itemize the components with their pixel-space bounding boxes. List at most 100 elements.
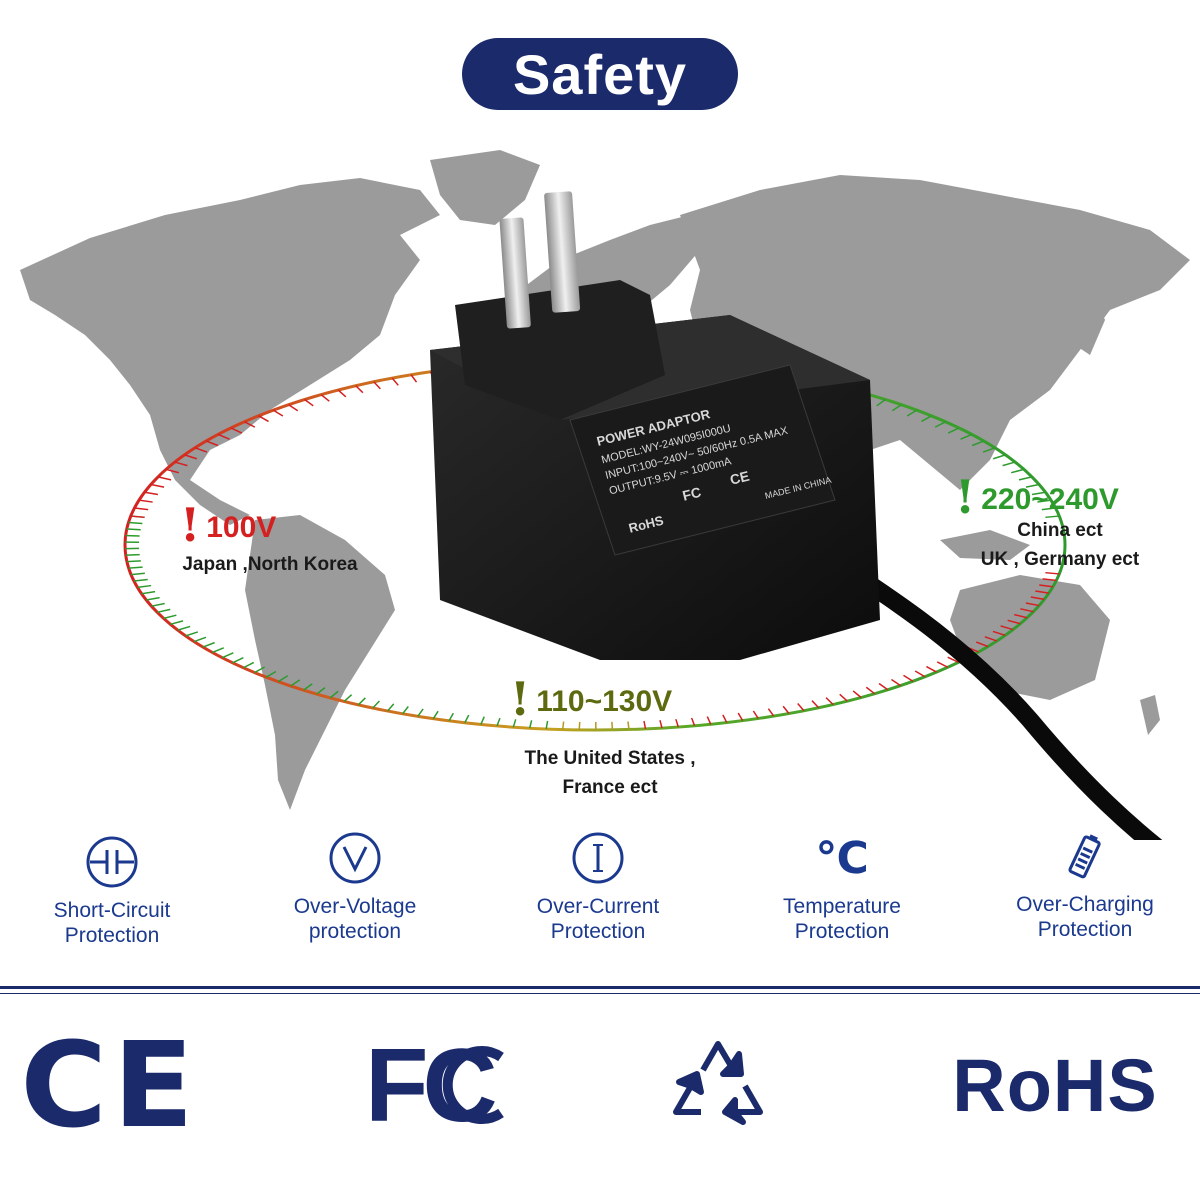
ring-tick xyxy=(150,483,165,488)
ring-tick xyxy=(163,614,177,620)
voltage-icon xyxy=(329,832,381,884)
country-line: UK , Germany ect xyxy=(980,549,1140,570)
ring-tick xyxy=(337,389,347,398)
ring-tick xyxy=(722,714,728,723)
ring-tick xyxy=(1039,584,1053,588)
ring-tick xyxy=(737,712,744,722)
recycle-icon xyxy=(658,1030,778,1140)
ring-tick xyxy=(372,700,380,709)
feature-label: Temperature xyxy=(783,895,901,918)
ring-tick xyxy=(254,666,266,674)
ring-tick xyxy=(206,440,219,447)
ring-tick xyxy=(852,690,862,699)
ce-logo-text: CE xyxy=(20,1016,200,1154)
ring-tick xyxy=(903,674,914,682)
greenland-shape xyxy=(430,150,540,225)
ring-tick xyxy=(934,421,946,428)
ring-tick xyxy=(146,596,160,601)
ring-tick xyxy=(561,721,565,730)
ring-tick xyxy=(357,697,366,706)
ring-tick xyxy=(1041,507,1056,511)
ring-tick xyxy=(947,427,960,434)
feature-label: Protection xyxy=(1037,918,1133,941)
ring-tick xyxy=(272,409,284,417)
ring-tick xyxy=(891,404,902,412)
country-line: Japan ,North Korea xyxy=(182,554,358,575)
ring-tick xyxy=(992,630,1006,637)
ring-tick xyxy=(982,447,996,453)
page-title: Safety xyxy=(512,42,688,106)
current-icon xyxy=(572,832,624,884)
ring-tick xyxy=(1018,476,1033,481)
ring-tick xyxy=(290,679,301,687)
ring-tick xyxy=(320,394,330,402)
ring-tick xyxy=(545,720,549,730)
ring-tick xyxy=(752,710,759,719)
feature-label: Over-Voltage xyxy=(293,895,417,918)
ce-logo: CE xyxy=(20,1016,193,1154)
ring-tick xyxy=(878,682,889,691)
ring-tick xyxy=(157,476,172,481)
ring-tick xyxy=(936,661,949,668)
ring-tick xyxy=(1035,590,1049,594)
ring-tick xyxy=(839,693,848,702)
australia-shape xyxy=(950,575,1110,700)
voltage-value: 100V xyxy=(206,511,277,544)
ring-tick xyxy=(675,718,680,728)
world-map-scene: POWER ADAPTOR MODEL:WY-24W095I000U INPUT… xyxy=(20,150,1190,840)
countries-100v: Japan ,North Korea xyxy=(170,550,370,579)
ring-tick xyxy=(1042,578,1057,582)
country-line: China ect xyxy=(1017,520,1103,541)
ring-tick xyxy=(212,647,225,654)
countries-110-130v: The United States , France ect xyxy=(490,744,730,802)
ring-tick xyxy=(1025,602,1040,607)
ring-tick xyxy=(417,708,424,717)
ring-tick xyxy=(258,415,269,423)
ring-tick xyxy=(193,636,207,643)
rohs-logo: RoHS xyxy=(940,1030,1170,1140)
ring-tick xyxy=(1037,499,1052,503)
ring-tick xyxy=(130,515,145,519)
ring-tick xyxy=(373,381,381,390)
ring-tick xyxy=(914,670,926,678)
ring-tick xyxy=(947,656,959,663)
rohs-logo-text: RoHS xyxy=(952,1043,1158,1127)
ring-tick xyxy=(157,608,171,614)
feature-label: Protection xyxy=(64,924,160,947)
ring-tick xyxy=(464,714,470,724)
ring-tick xyxy=(811,700,820,709)
south-america-shape xyxy=(245,515,395,810)
ring-tick xyxy=(137,584,152,589)
ring-tick xyxy=(126,528,141,531)
ring-tick xyxy=(217,433,230,440)
ring-tick xyxy=(767,708,775,717)
ring-tick xyxy=(1014,613,1028,619)
ring-tick xyxy=(975,641,989,648)
ring-tick xyxy=(221,652,234,659)
ring-tick xyxy=(512,719,517,728)
ring-tick xyxy=(480,716,485,725)
ring-tick xyxy=(410,374,418,383)
ring-tick xyxy=(134,507,149,511)
ring-tick xyxy=(230,427,243,434)
warning-exclamation-icon: ! xyxy=(510,672,531,726)
power-adapter: POWER ADAPTOR MODEL:WY-24W095I000U INPUT… xyxy=(430,191,880,660)
ring-tick xyxy=(1007,619,1021,625)
ring-tick xyxy=(304,398,314,407)
voltage-100v: !100V xyxy=(180,498,276,552)
ring-tick xyxy=(401,706,409,715)
ring-tick xyxy=(386,703,395,712)
ring-tick xyxy=(232,657,244,664)
new-zealand-shape xyxy=(1140,695,1160,735)
recycle-icon-mark xyxy=(673,1041,763,1125)
ring-tick xyxy=(391,377,399,386)
ring-tick xyxy=(611,721,614,730)
ring-tick xyxy=(128,521,143,525)
country-line: The United States , xyxy=(524,748,696,769)
ring-tick xyxy=(496,717,501,727)
ring-tick xyxy=(906,409,918,417)
ring-tick xyxy=(128,566,143,569)
ring-tick xyxy=(138,499,153,503)
